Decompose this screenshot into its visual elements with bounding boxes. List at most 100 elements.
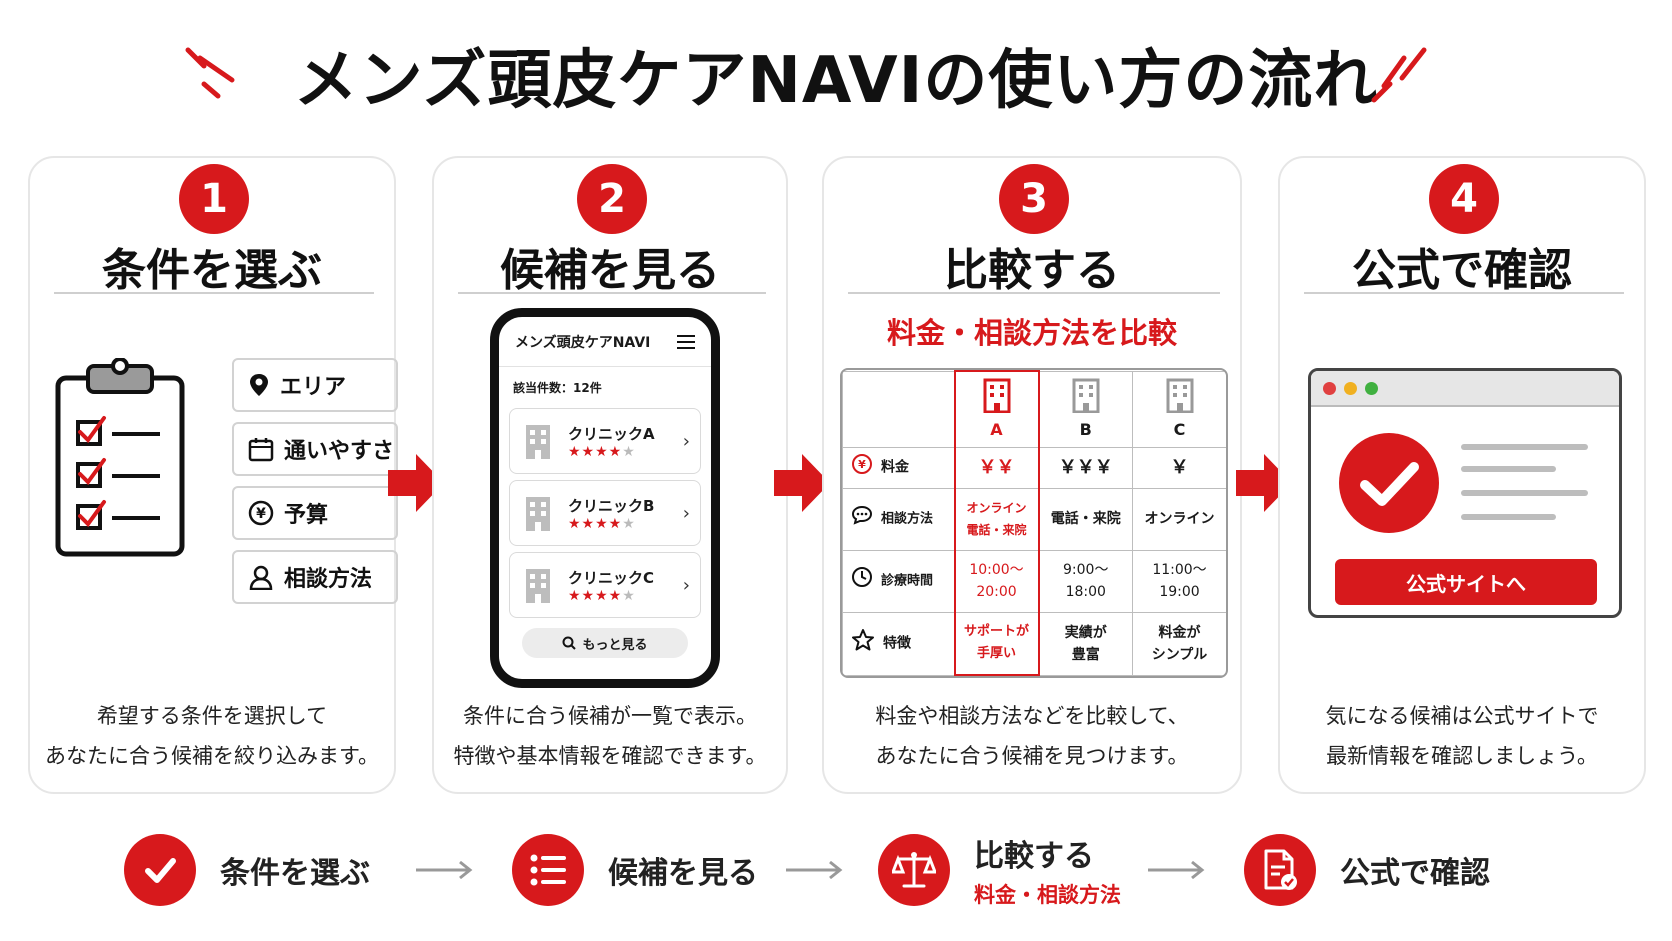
- table-row: 相談方法 オンライン電話・来院 電話・来院 オンライン: [842, 487, 1226, 551]
- step-card-2: 2 候補を見る メンズ頭皮ケアNAVI 該当件数：12件 クリニックA★★★★★…: [432, 156, 788, 794]
- rating-stars: ★★★★★: [568, 515, 636, 532]
- tag-label: 予算: [284, 503, 329, 528]
- step-card-4: 4 公式で確認 公式サイトへ 気になる候補は公式サイトで 最新情報を確認しましょ…: [1278, 156, 1646, 794]
- divider: [54, 292, 374, 294]
- maximize-dot-icon: [1365, 381, 1378, 395]
- step-title: 公式で確認: [1352, 245, 1572, 296]
- comparison-table: A B C ¥料金 ￥￥ ￥￥￥ ￥ 相談方法 オンライン電話・来院 電話・来院…: [840, 368, 1228, 678]
- clinic-name: クリニックB: [568, 496, 655, 515]
- tag-consult[interactable]: 相談方法: [232, 550, 398, 604]
- rating-stars: ★★★★★: [568, 443, 636, 460]
- bottom-step-4: 公式で確認: [1244, 832, 1490, 908]
- step-number-badge: 1: [179, 164, 249, 234]
- cell-b: 実績が豊富: [1038, 611, 1133, 676]
- step-title: 条件を選ぶ: [102, 245, 322, 296]
- yen-icon: ¥: [852, 454, 872, 475]
- cell-b: ￥￥￥: [1038, 446, 1133, 489]
- chat-icon: [851, 506, 873, 525]
- bottom-step-label: 公式で確認: [1340, 856, 1490, 891]
- page-title: メンズ頭皮ケアNAVIの使い方の流れ: [0, 30, 1672, 120]
- tag-budget[interactable]: ¥ 予算: [232, 486, 398, 540]
- column-header-b: B: [1038, 370, 1133, 448]
- arrow-right-icon: [1148, 860, 1205, 880]
- desc-line: 特徴や基本情報を確認できます。: [453, 744, 767, 768]
- more-button-label: もっと見る: [582, 637, 648, 653]
- chevron-right-icon: ›: [682, 430, 690, 452]
- tag-area[interactable]: エリア: [232, 358, 398, 412]
- clinic-list-item[interactable]: クリニックC★★★★★ ›: [509, 552, 701, 618]
- close-dot-icon: [1323, 381, 1336, 395]
- desc-line: 希望する条件を選択して: [96, 704, 328, 728]
- bottom-step-3: 比較する 料金・相談方法: [878, 832, 1121, 908]
- building-icon: [1166, 378, 1193, 413]
- tag-label: エリア: [280, 375, 347, 400]
- divider: [848, 292, 1220, 294]
- desc-line: 気になる候補は公式サイトで: [1325, 704, 1599, 728]
- cell-c: オンライン: [1132, 487, 1226, 551]
- clipboard-icon: [55, 358, 185, 557]
- clock-icon: [852, 567, 872, 588]
- building-icon: [526, 425, 550, 459]
- cell-c: 11:00～19:00: [1132, 549, 1226, 613]
- person-icon: [249, 565, 273, 590]
- table-corner: [842, 370, 955, 448]
- document-check-icon: [1244, 834, 1316, 906]
- cell-b: 9:00～18:00: [1038, 549, 1133, 613]
- step-number-badge: 2: [577, 164, 647, 234]
- official-site-button[interactable]: 公式サイトへ: [1335, 559, 1597, 605]
- table-header-row: A B C: [842, 370, 1226, 448]
- desc-line: 最新情報を確認しましょう。: [1326, 744, 1598, 768]
- cell-b: 電話・来院: [1038, 487, 1133, 551]
- list-icon: [512, 834, 584, 906]
- menu-icon[interactable]: [677, 334, 695, 349]
- calendar-icon: [248, 438, 274, 462]
- building-icon: [1072, 378, 1100, 413]
- yen-icon: ¥: [248, 500, 274, 526]
- minimize-dot-icon: [1344, 381, 1357, 395]
- text-lines-icon: [1461, 444, 1588, 520]
- cell-a: サポートが手厚い: [953, 611, 1040, 676]
- browser-window: 公式サイトへ: [1308, 368, 1622, 618]
- chevron-right-icon: ›: [682, 574, 690, 596]
- bottom-step-label: 比較する: [974, 839, 1094, 874]
- clinic-list-item[interactable]: クリニックA★★★★★ ›: [509, 408, 701, 474]
- chevron-right-icon: ›: [682, 502, 690, 524]
- browser-titlebar: [1311, 371, 1619, 407]
- bottom-step-2: 候補を見る: [512, 832, 758, 908]
- table-row: ¥料金 ￥￥ ￥￥￥ ￥: [842, 446, 1226, 489]
- tag-access[interactable]: 通いやすさ: [232, 422, 398, 476]
- bottom-step-1: 条件を選ぶ: [124, 832, 370, 908]
- svg-text:¥: ¥: [256, 506, 266, 522]
- column-header-c: C: [1132, 370, 1226, 448]
- tag-label: 通いやすさ: [284, 439, 395, 464]
- row-label: 特徴: [842, 611, 955, 676]
- desc-line: 条件に合う候補が一覧で表示。: [463, 704, 757, 728]
- divider: [458, 292, 766, 294]
- clinic-name: クリニックA: [568, 424, 655, 443]
- arrow-right-icon: [786, 860, 843, 880]
- bottom-step-label: 候補を見る: [608, 856, 758, 891]
- clinic-name: クリニックC: [568, 568, 655, 587]
- step-card-1: 1 条件を選ぶ エリア 通いやすさ ¥ 予算 相談方法 希望する条件を: [28, 156, 398, 794]
- table-row: 特徴 サポートが手厚い 実績が豊富 料金がシンプル: [842, 611, 1226, 676]
- check-circle-icon: [1339, 433, 1439, 533]
- clinic-list-item[interactable]: クリニックB★★★★★ ›: [509, 480, 701, 546]
- bottom-step-label: 条件を選ぶ: [220, 856, 370, 891]
- more-button[interactable]: もっと見る: [522, 628, 688, 658]
- check-icon: [124, 834, 196, 906]
- step-description: 希望する条件を選択して あなたに合う候補を絞り込みます。: [30, 696, 394, 776]
- tag-label: 相談方法: [284, 567, 373, 592]
- building-icon: [983, 378, 1010, 413]
- cell-c: 料金がシンプル: [1132, 611, 1226, 676]
- rating-stars: ★★★★★: [568, 587, 636, 604]
- svg-text:¥: ¥: [858, 458, 866, 471]
- result-count: 該当件数：12件: [513, 381, 602, 395]
- comparison-title: 料金・相談方法を比較: [886, 316, 1177, 350]
- cell-a: オンライン電話・来院: [953, 487, 1040, 551]
- step-description: 条件に合う候補が一覧で表示。 特徴や基本情報を確認できます。: [434, 696, 786, 776]
- cell-c: ￥: [1132, 446, 1226, 489]
- step-title: 候補を見る: [500, 245, 720, 296]
- phone-header: メンズ頭皮ケアNAVI: [499, 317, 711, 367]
- row-label: ¥料金: [842, 446, 955, 489]
- step-number-badge: 3: [999, 164, 1069, 234]
